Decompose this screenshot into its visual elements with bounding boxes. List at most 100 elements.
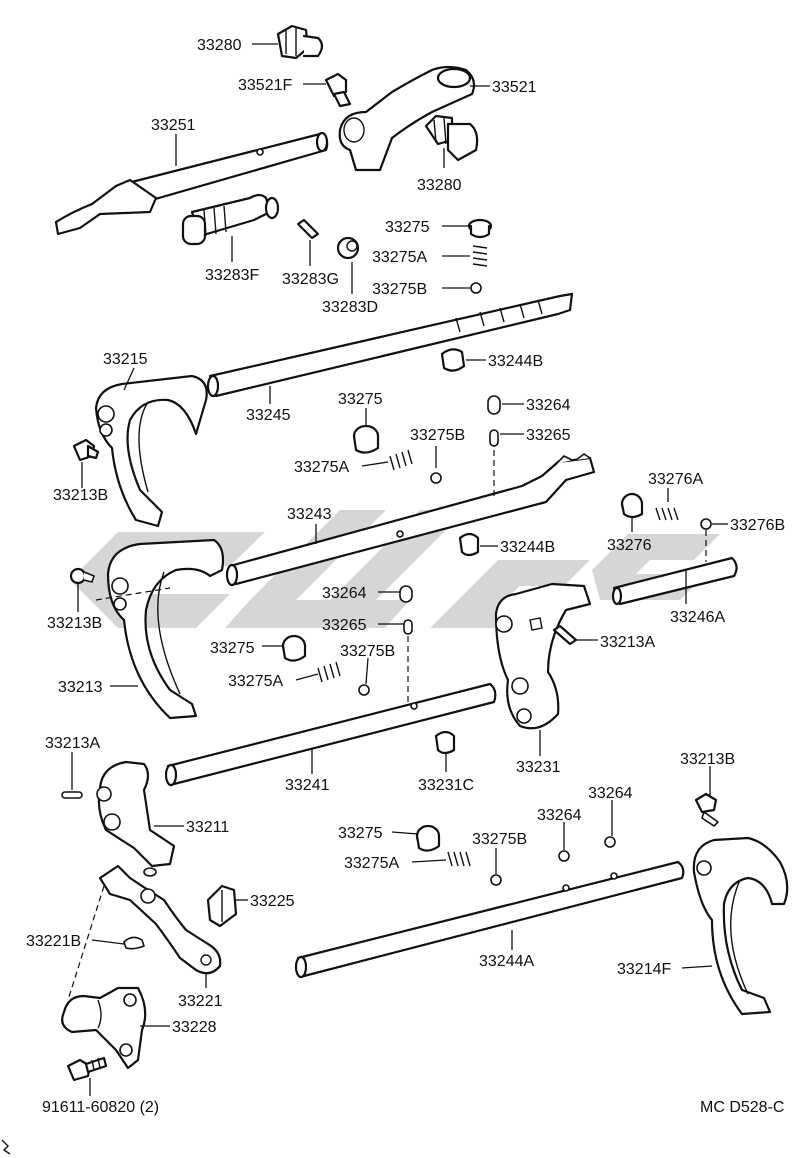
part-91611-bolt [66,1056,108,1082]
callout-33265-1: 33265 [526,427,571,444]
callout-33243: 33243 [287,506,332,523]
callout-33241: 33241 [285,777,330,794]
callout-33213: 33213 [58,679,103,696]
callout-33275a-3: 33275A [228,673,283,690]
part-33214f-fork [692,836,789,1016]
part-33246a-shaft [611,556,738,606]
callout-33283g: 33283G [282,271,339,288]
callout-33283f: 33283F [205,267,259,284]
callout-33275b-1: 33275B [372,281,427,298]
callout-33275-3: 33275 [210,640,255,657]
part-33275-cap-3 [281,634,307,662]
part-33231-lever [494,582,592,730]
part-33275-cap-1 [467,218,493,239]
part-33283f [181,193,280,246]
diagram-code: MC D528-C [700,1099,784,1116]
callout-33275-4: 33275 [338,825,383,842]
part-33275a-spring-4 [447,851,471,867]
part-33213b-bolt-1 [72,438,100,462]
callout-33275b-4: 33275B [472,831,527,848]
callout-33275b-2: 33275B [410,427,465,444]
callout-33215: 33215 [103,351,148,368]
callout-33275-2: 33275 [338,391,383,408]
part-33241-shaft [164,682,497,787]
part-33215-fork [94,374,208,528]
callout-33213a-2: 33213A [45,735,100,752]
callout-33245: 33245 [246,407,291,424]
part-33275b-ball-1 [470,282,482,294]
callout-33264-2: 33264 [322,585,367,602]
part-33264-ball-4 [604,836,616,848]
callout-33231: 33231 [516,759,561,776]
callout-33244b-2: 33244B [500,539,555,556]
part-33221-arm [98,864,222,975]
callout-33276a: 33276A [648,471,703,488]
part-33264-ball-3 [558,850,570,862]
callout-33275a-2: 33275A [294,459,349,476]
callout-33264-1: 33264 [526,397,571,414]
part-33213b-bolt-3 [694,792,719,827]
callout-33244a: 33244A [479,953,534,970]
callout-33213b-1: 33213B [53,487,108,504]
part-33211-lever [96,760,176,877]
callout-33264-4: 33264 [588,785,633,802]
part-33213-fork [106,538,225,720]
part-33275a-spring-1 [472,245,488,267]
part-33283g-pin [296,218,320,240]
part-33245-shaft [206,292,574,398]
part-33280-lower [424,114,479,162]
callout-33283d: 33283D [322,299,378,316]
callout-33221b: 33221B [26,933,81,950]
callout-33213a-1: 33213A [600,634,655,651]
part-33275b-ball-2 [430,472,442,484]
callout-33214f: 33214F [617,961,671,978]
part-33244b-clip-2 [458,532,480,557]
callout-91611-60820: 91611-60820 (2) [42,1099,159,1116]
callout-33225: 33225 [250,893,295,910]
callout-33280-lower: 33280 [417,177,462,194]
part-33213a-pin-1 [552,624,578,646]
leader-lines [71,43,728,1096]
corner-mark [1,1139,11,1155]
callout-labels: 33280 33521F 33521 33251 33280 33275 332… [26,37,785,1116]
callout-33521f: 33521F [238,77,292,94]
part-33275a-spring-2 [389,449,413,471]
callout-33213b-2: 33213B [47,615,102,632]
callout-33264-3: 33264 [537,807,582,824]
callout-33228: 33228 [172,1019,217,1036]
callout-33246a: 33246A [670,609,725,626]
part-33244b-clip-1 [440,348,466,372]
part-33276b-ball [700,518,712,530]
part-33275b-ball-3 [358,684,370,696]
callout-33244b-1: 33244B [488,353,543,370]
callout-33280-upper: 33280 [197,37,242,54]
part-33275b-ball-4 [490,874,502,886]
part-33243-shaft [225,453,596,587]
part-33228-bracket [61,986,147,1070]
part-33264-pin-2 [399,585,413,603]
callout-33275a-1: 33275A [372,249,427,266]
callout-33213b-3: 33213B [680,751,735,768]
callout-33275-1: 33275 [385,219,430,236]
callout-33276b: 33276B [730,517,785,534]
part-33265-pin-1 [489,429,499,447]
part-33276a-spring [655,507,679,521]
part-33213a-pin-2 [61,791,83,799]
part-33244a-shaft [294,860,685,979]
part-33231c-clip [434,730,456,755]
callout-33265-2: 33265 [322,617,367,634]
part-33275-cap-4 [415,824,441,852]
part-33221b-clip [123,936,145,950]
part-33275a-spring-3 [317,661,341,683]
callout-33251: 33251 [151,117,196,134]
callout-33221: 33221 [178,993,223,1010]
part-33521-lever [338,65,476,172]
part-33251-shaft [54,131,329,236]
part-33280-upper [276,24,324,60]
part-33276-cap [620,492,644,519]
callout-33231c: 33231C [418,777,474,794]
callout-33276: 33276 [607,537,652,554]
part-33265-pin-2 [403,619,413,635]
